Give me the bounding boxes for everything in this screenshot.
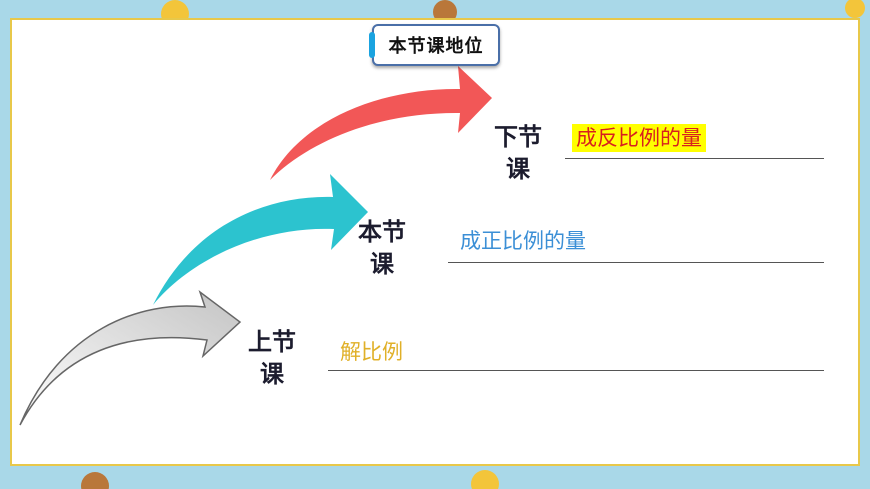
acorn-decoration (81, 472, 109, 489)
topic-previous: 解比例 (340, 340, 403, 364)
arrow-next-lesson (270, 66, 492, 180)
stage-label-current: 本节课 (358, 218, 406, 278)
arrow-current-lesson (153, 174, 368, 305)
section-title-tag: 本节课地位 (369, 24, 500, 66)
underline-next (565, 158, 824, 159)
stage-label-previous: 上节课 (248, 328, 296, 388)
arrow-previous-lesson (19, 289, 242, 426)
stage-label-next: 下节课 (494, 123, 542, 183)
underline-current (448, 262, 824, 263)
topic-current: 成正比例的量 (460, 229, 586, 253)
topic-next: 成反比例的量 (572, 124, 706, 152)
star-decoration (845, 0, 865, 18)
underline-previous (328, 370, 824, 371)
section-title: 本节课地位 (388, 36, 484, 57)
star-decoration (471, 470, 499, 489)
